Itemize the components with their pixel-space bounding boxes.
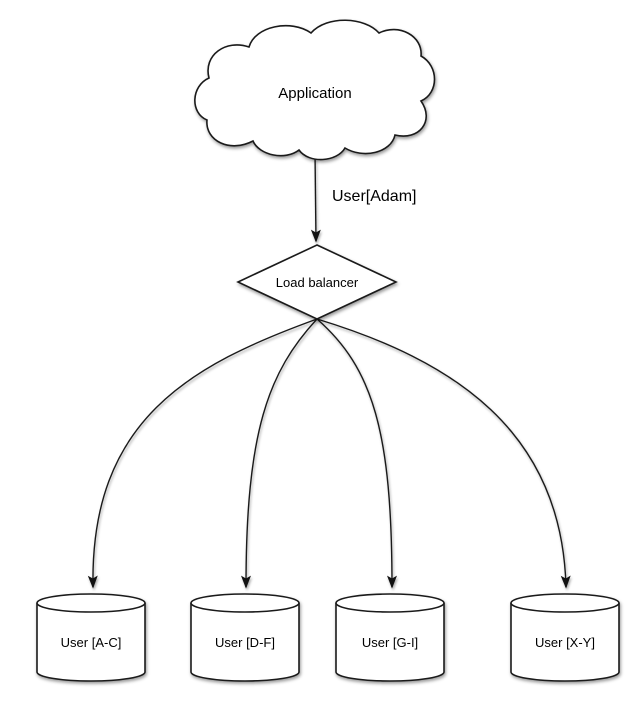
database-cylinder-top <box>190 593 300 613</box>
shard-node-g-i: User [G-I] <box>335 593 445 682</box>
database-cylinder-icon <box>190 603 300 682</box>
database-cylinder-top <box>36 593 146 613</box>
node-application: Application <box>194 19 436 161</box>
diamond-icon <box>236 244 398 320</box>
shard-node-a-c: User [A-C] <box>36 593 146 682</box>
shard-node-d-f: User [D-F] <box>190 593 300 682</box>
database-cylinder-icon <box>510 603 620 682</box>
shard-label: User [D-F] <box>215 635 275 650</box>
node-load-balancer: Load balancer <box>236 244 398 320</box>
shard-label: User [A-C] <box>61 635 122 650</box>
edge-load-balancer-to-shard-a-c <box>87 318 318 589</box>
edge-load-balancer-to-shard-x-y <box>316 318 571 589</box>
cloud-icon <box>194 19 436 161</box>
load-balancer-label: Load balancer <box>276 275 359 290</box>
edge-load-balancer-to-shard-d-f <box>241 318 318 589</box>
shard-label: User [G-I] <box>362 635 418 650</box>
edge-application-to-load-balancer <box>310 151 321 243</box>
database-cylinder-icon <box>36 603 146 682</box>
database-cylinder-top <box>510 593 620 613</box>
shard-label: User [X-Y] <box>535 635 595 650</box>
database-cylinder-top <box>335 593 445 613</box>
database-cylinder-icon <box>335 603 445 682</box>
edge-load-balancer-to-shard-g-i <box>316 318 397 589</box>
edge-user-adam-label: User[Adam] <box>332 188 416 205</box>
shard-node-x-y: User [X-Y] <box>510 593 620 682</box>
application-label: Application <box>278 85 351 102</box>
shards-layer: User [A-C] User [D-F] User [G-I] User [X… <box>36 593 620 682</box>
edges-layer <box>87 151 571 589</box>
